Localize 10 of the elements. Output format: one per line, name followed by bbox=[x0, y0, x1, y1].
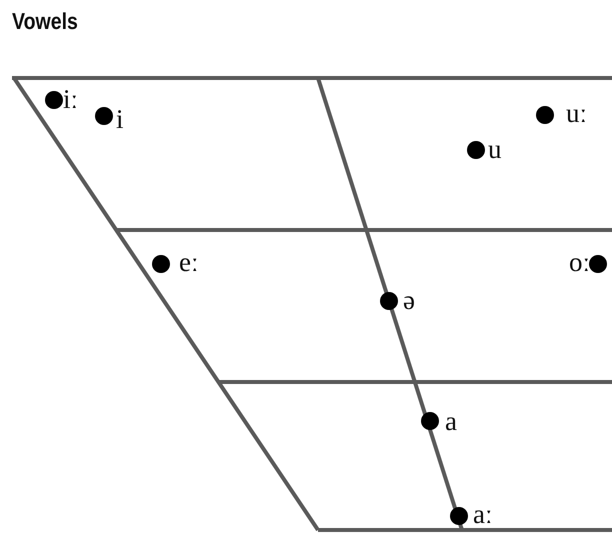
vowel-symbol: iː bbox=[63, 86, 78, 114]
vowel-symbol: aː bbox=[473, 501, 492, 528]
vowel-symbol: eː bbox=[179, 249, 198, 276]
vowel-symbol: ə bbox=[403, 287, 415, 314]
vowel-symbol: oː bbox=[568, 249, 590, 276]
vowel-symbol: uː bbox=[566, 100, 588, 128]
chart-title: Vowels bbox=[12, 8, 78, 35]
vowel-symbol: i bbox=[116, 106, 124, 134]
vowel-symbol: a bbox=[445, 408, 457, 436]
vowel-symbol: u bbox=[488, 136, 502, 164]
